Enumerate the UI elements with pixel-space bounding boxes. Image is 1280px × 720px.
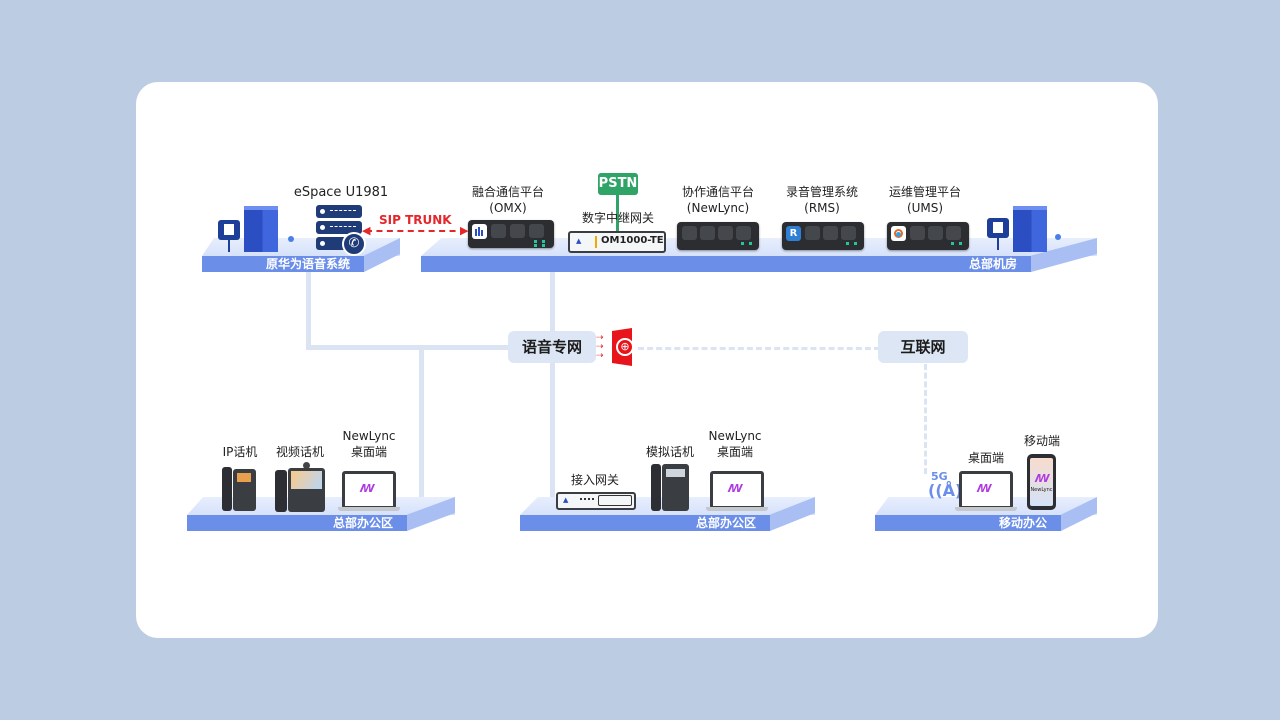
5g-label: 5G — [931, 470, 948, 483]
logo-icon: ▲ — [576, 237, 582, 245]
line-to-hq-office-1 — [419, 345, 424, 500]
dash-line-firewall-internet — [638, 347, 880, 350]
platform-label: 移动办公 — [875, 515, 1061, 531]
ums-label-line2: (UMS) — [906, 201, 944, 215]
arrow-right-icon: ▶ — [460, 224, 469, 237]
rms-label-line1: 录音管理系统 — [785, 185, 859, 199]
platform-label: 原华为语音系统 — [202, 256, 364, 272]
platform-label: 总部机房 — [421, 256, 1031, 272]
newlync-platform-line1: 协作通信平台 — [681, 185, 755, 199]
newlync-logo-icon: ꟿ — [977, 482, 992, 495]
firewall-globe-icon: ⊕ — [610, 328, 636, 366]
desktop-label: 桌面端 — [967, 451, 1005, 465]
arrow-left-icon: ◀ — [362, 224, 371, 237]
r-logo-icon: R — [786, 226, 801, 241]
access-gateway-label: 接入网关 — [570, 473, 620, 487]
ip-phone-label: IP话机 — [222, 445, 258, 459]
newlync-desktop-line2: 桌面端 — [350, 445, 388, 459]
mobile-label: 移动端 — [1023, 434, 1061, 448]
omx-label-line1: 融合通信平台 — [471, 185, 545, 199]
om1000-te-model: OM1000-TE — [601, 235, 664, 246]
internet-node: 互联网 — [878, 331, 968, 363]
newlync-desktop-line1: NewLync — [342, 429, 396, 443]
platform-label: 总部办公区 — [520, 515, 770, 531]
dash-line-internet-mobile — [924, 364, 927, 474]
trunk-gateway-label: 数字中继网关 — [581, 211, 655, 225]
omx-label-line2: (OMX) — [489, 201, 527, 215]
pstn-line — [616, 195, 619, 231]
newlync-app-label: NewLync — [1030, 487, 1053, 493]
newlync-logo-icon: ꟿ — [1035, 472, 1050, 485]
ip-phone-icon — [222, 467, 256, 511]
platform-label: 总部办公区 — [187, 515, 407, 531]
chart-bars-icon — [472, 224, 487, 239]
ums-device — [887, 222, 969, 250]
smartphone-icon: ꟿ NewLync — [1027, 454, 1056, 510]
newlync-logo-icon: ꟿ — [728, 482, 743, 495]
om1000-te-device: ▲ OM1000-TE — [568, 231, 666, 253]
pstn-badge: PSTN — [598, 173, 638, 195]
line-to-voice-net — [306, 345, 516, 350]
access-gateway-device: ▲ — [556, 492, 636, 510]
line-hq-room-down — [550, 270, 555, 502]
sip-trunk-label: SIP TRUNK — [379, 213, 452, 227]
diagram-canvas — [136, 82, 1158, 638]
video-phone-icon — [275, 462, 325, 512]
newlync-logo-icon: ꟿ — [360, 482, 375, 495]
newlync-platform-device — [677, 222, 759, 250]
voice-network-node: 语音专网 — [508, 331, 596, 363]
platform-huawei-voice: 原华为语音系统 — [202, 238, 400, 272]
line-u1981-down — [306, 270, 311, 350]
platform-hq-server-room: 总部机房 — [421, 238, 1097, 272]
analog-phone-label: 模拟话机 — [645, 445, 695, 459]
newlync-platform-line2: (NewLync) — [686, 201, 750, 215]
analog-phone-icon — [651, 464, 689, 511]
omx-device — [468, 220, 554, 248]
ums-label-line1: 运维管理平台 — [888, 185, 962, 199]
server-phone-icon: ✆ — [316, 205, 366, 256]
sip-trunk-arrow — [366, 230, 466, 232]
rms-device: R — [782, 222, 864, 250]
newlync-desktop-line2: 桌面端 — [716, 445, 754, 459]
ums-logo-icon — [891, 226, 906, 241]
espace-u1981-label: eSpace U1981 — [293, 185, 389, 200]
arrows-icon: ⇢⇢⇢ — [596, 333, 604, 361]
video-phone-label: 视频话机 — [275, 445, 325, 459]
rms-label-line2: (RMS) — [804, 201, 840, 215]
newlync-desktop-line1: NewLync — [708, 429, 762, 443]
